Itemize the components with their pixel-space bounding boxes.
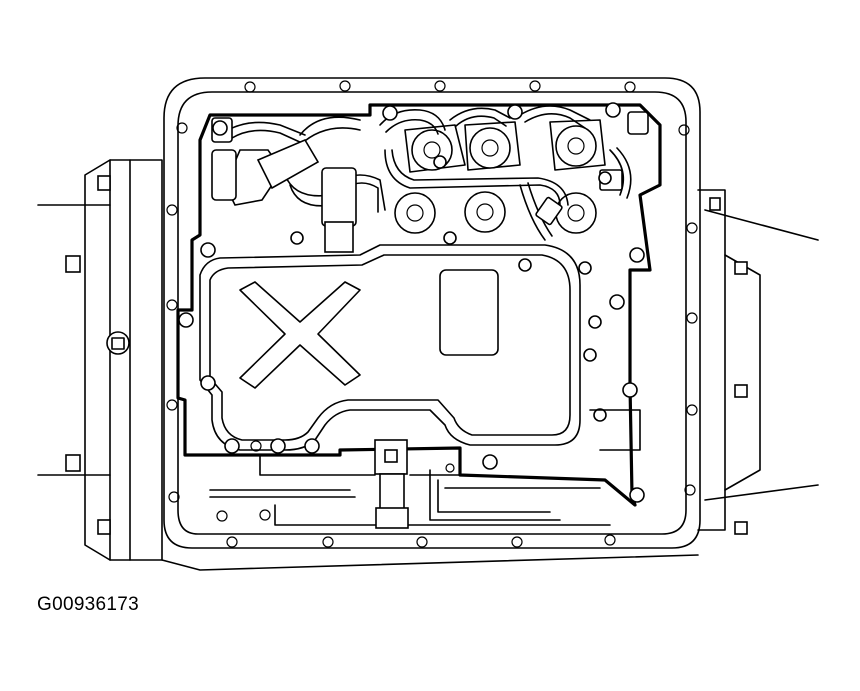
solenoid-lower-3 [555, 192, 597, 234]
wiring-harness [227, 105, 632, 241]
figure-id-label: G00936173 [37, 594, 140, 615]
lower-valve-body-details [209, 409, 641, 529]
oil-pan-flange [163, 77, 701, 549]
solenoid-upper-2 [464, 121, 521, 171]
case-bolts-right [709, 197, 748, 535]
solenoid-valves [211, 105, 649, 253]
solenoid-upper-3 [549, 119, 606, 171]
oil-strainer [199, 244, 581, 451]
solenoid-lower-2 [464, 191, 506, 233]
valve-body-outline [176, 103, 662, 507]
solenoid-lower-1 [394, 192, 436, 234]
transmission-case [37, 159, 819, 571]
electrical-connectors [211, 111, 649, 253]
flange-bolt-holes [166, 80, 698, 548]
detent-spring [374, 439, 409, 529]
case-bolts-left [65, 175, 130, 535]
valve-body-bolts [178, 102, 645, 503]
